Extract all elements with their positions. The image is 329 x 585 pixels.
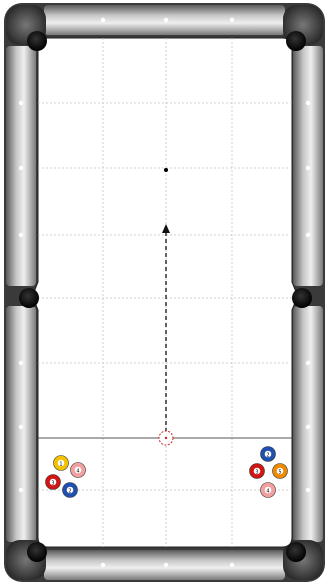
- ball-left-3[interactable]: 3: [46, 475, 61, 490]
- ball-right-4[interactable]: 4: [261, 483, 276, 498]
- pocket-middle-right: [292, 288, 312, 308]
- pocket-top-right: [286, 31, 306, 51]
- ball-right-2[interactable]: 2: [261, 447, 276, 462]
- svg-text:4: 4: [266, 489, 269, 495]
- svg-text:3: 3: [51, 481, 54, 487]
- pocket-middle-left: [19, 288, 39, 308]
- cue-ball[interactable]: [159, 431, 173, 445]
- pocket-bottom-right: [286, 542, 306, 562]
- ball-right-5[interactable]: 5: [273, 464, 288, 479]
- svg-text:3: 3: [255, 470, 258, 476]
- svg-text:2: 2: [68, 489, 71, 495]
- ball-left-4[interactable]: 4: [71, 463, 86, 478]
- pocket-top-left: [27, 31, 47, 51]
- svg-text:2: 2: [266, 453, 269, 459]
- svg-text:4: 4: [76, 469, 79, 475]
- ball-left-2[interactable]: 2: [63, 483, 78, 498]
- svg-text:5: 5: [278, 470, 281, 476]
- foot-spot: [164, 168, 168, 172]
- rail-left-lower: [6, 306, 36, 542]
- rail-right-lower: [293, 306, 323, 542]
- ball-right-3[interactable]: 3: [250, 464, 265, 479]
- pocket-bottom-left: [27, 542, 47, 562]
- svg-text:1: 1: [59, 462, 62, 468]
- ball-left-1[interactable]: 1: [54, 456, 69, 471]
